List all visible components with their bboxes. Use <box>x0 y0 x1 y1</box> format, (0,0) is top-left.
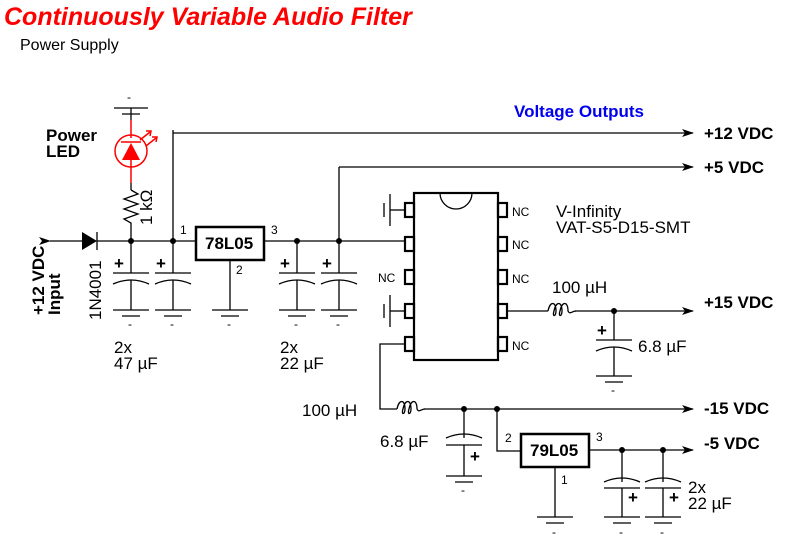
inductor-icon <box>396 400 426 415</box>
svg-text:2: 2 <box>505 431 512 445</box>
input-caps-label: 2x 47 µF <box>114 338 158 373</box>
svg-text:22 µF: 22 µF <box>280 354 324 373</box>
nc-label: NC <box>512 272 530 286</box>
output-label: +5 VDC <box>704 158 764 177</box>
capacitor-icon <box>644 450 682 524</box>
led-icon <box>114 120 158 183</box>
svg-text:22 µF: 22 µF <box>688 494 732 513</box>
svg-text:-: - <box>227 317 231 331</box>
ground-icon <box>383 295 405 327</box>
svg-text:V-Infinity: V-Infinity <box>556 202 622 221</box>
capacitor-icon <box>445 409 483 483</box>
capacitor-icon <box>603 450 641 524</box>
svg-text:+: + <box>114 254 124 273</box>
output-label: -15 VDC <box>704 399 769 418</box>
diode-label: 1N4001 <box>86 260 105 320</box>
svg-text:-: - <box>128 317 132 331</box>
inductor-label: 100 µH <box>302 401 357 420</box>
svg-text:+: + <box>628 488 638 507</box>
ground-icon <box>383 194 405 226</box>
svg-text:+: + <box>156 254 166 273</box>
svg-text:+: + <box>597 321 607 340</box>
svg-text:3: 3 <box>271 223 278 237</box>
svg-text:79L05: 79L05 <box>530 441 578 460</box>
page-subtitle: Power Supply <box>20 37 119 54</box>
svg-text:VAT-S5-D15-SMT: VAT-S5-D15-SMT <box>556 218 690 237</box>
nc-label: NC <box>512 205 530 219</box>
converter-label: V-Infinity VAT-S5-D15-SMT <box>556 202 690 237</box>
inductor-label: 100 µH <box>552 278 607 297</box>
svg-text:2x: 2x <box>688 478 706 497</box>
capacitor-label: 6.8 µF <box>380 432 429 451</box>
svg-text:Input: Input <box>45 273 64 315</box>
svg-text:-: - <box>336 317 340 331</box>
svg-text:2x: 2x <box>280 338 298 357</box>
svg-text:Power: Power <box>46 126 97 145</box>
output-label: -5 VDC <box>704 434 760 453</box>
capacitor-icon <box>112 241 150 317</box>
svg-text:+: + <box>470 447 480 466</box>
svg-text:+: + <box>669 488 679 507</box>
capacitor-icon <box>320 241 358 317</box>
svg-text:+: + <box>280 254 290 273</box>
output-label: +15 VDC <box>704 293 773 312</box>
resistor-label: 1 kΩ <box>137 190 156 225</box>
regulator-78l05 <box>194 225 266 262</box>
svg-text:47 µF: 47 µF <box>114 354 158 373</box>
svg-text:-: - <box>170 317 174 331</box>
page-title: Continuously Variable Audio Filter <box>4 3 413 31</box>
ground-icon <box>537 467 573 524</box>
output-label: +12 VDC <box>704 124 773 143</box>
svg-text:2x: 2x <box>114 338 132 357</box>
svg-text:-: - <box>552 525 556 538</box>
svg-text:2: 2 <box>236 263 243 277</box>
svg-text:1: 1 <box>561 473 568 487</box>
svg-text:-: - <box>461 483 465 497</box>
svg-text:-: - <box>127 90 131 104</box>
svg-text:78L05: 78L05 <box>205 234 253 253</box>
led-label: Power LED <box>46 126 97 161</box>
svg-text:+: + <box>322 254 332 273</box>
capacitor-icon <box>595 311 633 383</box>
regulator-79l05 <box>519 432 591 469</box>
capacitor-icon <box>278 241 316 317</box>
svg-text:-: - <box>294 317 298 331</box>
svg-text:LED: LED <box>46 142 80 161</box>
inductor-icon <box>547 302 577 317</box>
capacitor-icon <box>154 130 192 317</box>
neg-caps-label: 2x 22 µF <box>688 478 732 513</box>
input-label: +12 VDC Input <box>29 246 64 315</box>
diode-icon <box>82 232 98 250</box>
nc-label: NC <box>512 238 530 252</box>
svg-text:3: 3 <box>596 430 603 444</box>
dcdc-converter <box>403 191 509 362</box>
svg-text:-: - <box>619 525 623 538</box>
svg-text:-: - <box>660 525 664 538</box>
nc-label: NC <box>378 271 396 285</box>
capacitor-label: 6.8 µF <box>638 337 687 356</box>
resistor-icon <box>122 189 140 241</box>
nc-label: NC <box>512 339 530 353</box>
reg-caps-label: 2x 22 µF <box>280 338 324 373</box>
ground-icon <box>212 260 248 317</box>
outputs-heading: Voltage Outputs <box>514 102 644 121</box>
svg-text:-: - <box>611 383 615 397</box>
svg-text:1: 1 <box>180 223 187 237</box>
svg-text:+12 VDC: +12 VDC <box>29 246 48 315</box>
